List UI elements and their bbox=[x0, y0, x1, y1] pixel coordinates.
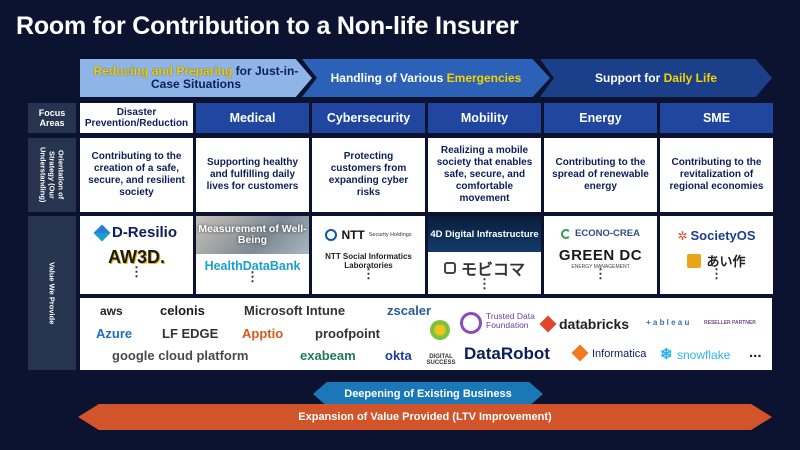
value-medical: Measurement of Well-Being HealthDataBank… bbox=[196, 216, 309, 294]
value-sme: ✲ SocietyOS あい作 ⋮ bbox=[660, 216, 773, 294]
society-os-icon: ✲ bbox=[677, 228, 688, 243]
partner-logos-panel: aws celonis Microsoft Intune zscaler Azu… bbox=[80, 298, 772, 370]
ntt-labs-logo: NTT Social Informatics Laboratories bbox=[325, 252, 412, 270]
banner-left-highlight: Reducing and Preparing bbox=[93, 64, 233, 78]
econo-crea-logo: ECONO-CREA bbox=[575, 228, 640, 239]
more-ellipsis: ⋮ bbox=[478, 276, 491, 291]
slide-title: Room for Contribution to a Non-life Insu… bbox=[16, 12, 519, 40]
orientation-disaster: Contributing to the creation of a safe, … bbox=[80, 138, 193, 212]
more-ellipsis: ⋮ bbox=[362, 266, 375, 281]
society-os-logo: SocietyOS bbox=[690, 228, 756, 243]
aws-logo: aws bbox=[100, 304, 123, 318]
row-label-focus-areas: Focus Areas bbox=[28, 103, 76, 133]
well-being-photo: Measurement of Well-Being bbox=[196, 216, 309, 254]
mobicoma-icon bbox=[443, 262, 456, 274]
banner-right-highlight: Daily Life bbox=[663, 70, 717, 85]
more-ellipsis: ⋮ bbox=[246, 269, 259, 284]
banner-right-pre: Support for bbox=[594, 70, 664, 85]
energy-management-label: ENERGY MANAGEMENT bbox=[571, 264, 630, 270]
4d-infra-image: 4D Digital Infrastructure bbox=[428, 216, 541, 252]
security-holdings-label: Security Holdings bbox=[368, 232, 412, 238]
banner-just-in-case: Reducing and Preparing for Just-in-Case … bbox=[80, 59, 312, 97]
value-cybersecurity: NTT Security Holdings NTT Social Informa… bbox=[312, 216, 425, 294]
trusted-data-foundation-logo: Trusted Data Foundation bbox=[486, 311, 535, 330]
zscaler-logo: zscaler bbox=[387, 303, 432, 318]
databricks-logo: databricks bbox=[559, 316, 630, 332]
focus-mobility: Mobility bbox=[428, 103, 541, 133]
digital-success-label: DIGITAL SUCCESS bbox=[426, 354, 456, 366]
expansion-arrow: Expansion of Value Provided (LTV Improve… bbox=[78, 404, 772, 430]
orientation-energy: Contributing to the spread of renewable … bbox=[544, 138, 657, 212]
aw3d-logo: AW3D. bbox=[107, 247, 165, 267]
more-ellipsis: ⋮ bbox=[710, 266, 723, 281]
snowflake-logo: snowflake bbox=[677, 348, 731, 362]
more-ellipsis: ⋮ bbox=[130, 264, 143, 279]
proofpoint-logo: proofpoint bbox=[315, 326, 380, 341]
more-ellipsis: ⋮ bbox=[594, 266, 607, 281]
banner-daily-life: Support for Daily Life bbox=[540, 59, 772, 97]
tableau-logo: + a b l e a u bbox=[646, 318, 690, 327]
datarobot-logo: DataRobot bbox=[464, 344, 550, 363]
banner-middle-pre: Handling of Various bbox=[330, 70, 447, 85]
informatica-icon bbox=[571, 344, 589, 362]
focus-energy: Energy bbox=[544, 103, 657, 133]
well-being-caption: Measurement of Well-Being bbox=[198, 223, 307, 246]
aisaku-logo: あい作 bbox=[706, 254, 746, 269]
more-partners: ... bbox=[749, 344, 762, 361]
orientation-cybersecurity: Protecting customers from expanding cybe… bbox=[312, 138, 425, 212]
orientation-mobility: Realizing a mobile society that enables … bbox=[428, 138, 541, 212]
d-resilio-logo: D-Resilio bbox=[111, 224, 177, 241]
trusted-data-icon bbox=[460, 312, 482, 334]
focus-cybersecurity: Cybersecurity bbox=[312, 103, 425, 133]
orientation-sme: Contributing to the revitalization of re… bbox=[660, 138, 773, 212]
mobicoma-logo: モビコマ bbox=[460, 262, 525, 279]
apptio-logo: Apptio bbox=[242, 326, 284, 341]
value-energy: ECONO-CREA GREEN DC ENERGY MANAGEMENT ⋮ bbox=[544, 216, 657, 294]
snowflake-icon: ❄ bbox=[660, 346, 673, 363]
celonis-logo: celonis bbox=[160, 303, 205, 318]
econo-crea-icon bbox=[561, 228, 572, 239]
okta-logo: okta bbox=[385, 348, 412, 363]
banner-middle-highlight: Emergencies bbox=[446, 70, 522, 85]
row-label-orientation: Orientation of Strategy (Our Understandi… bbox=[28, 138, 76, 212]
row-label-orientation-text: Orientation of Strategy (Our Understandi… bbox=[38, 147, 66, 203]
row-label-value-text: Value We Provide bbox=[47, 261, 57, 325]
informatica-logo: Informatica bbox=[592, 348, 647, 360]
row-label-value: Value We Provide bbox=[28, 216, 76, 370]
banner-emergencies: Handling of Various Emergencies bbox=[302, 59, 550, 97]
deepening-arrow: Deepening of Existing Business bbox=[313, 382, 543, 406]
microsoft-intune-logo: Microsoft Intune bbox=[244, 303, 346, 318]
google-cloud-platform-logo: google cloud platform bbox=[112, 348, 249, 363]
focus-medical: Medical bbox=[196, 103, 309, 133]
4d-infra-caption: 4D Digital Infrastructure bbox=[430, 228, 539, 240]
digital-success-icon bbox=[430, 320, 450, 340]
value-mobility: 4D Digital Infrastructure モビコマ ⋮ bbox=[428, 216, 541, 294]
focus-disaster: Disaster Prevention/Reduction bbox=[80, 103, 193, 133]
banner-left-rest: for Just-in-Case Situations bbox=[150, 64, 299, 91]
focus-sme: SME bbox=[660, 103, 773, 133]
azure-logo: Azure bbox=[96, 326, 133, 341]
ntt-logo: NTT bbox=[341, 228, 365, 242]
reseller-partner-label: RESELLER PARTNER bbox=[704, 320, 756, 326]
value-disaster: D-Resilio AW3D. ⋮ bbox=[80, 216, 193, 294]
healthdatabank-logo: HealthDataBank bbox=[204, 259, 301, 273]
lf-edge-logo: LF EDGE bbox=[162, 326, 219, 341]
ntt-icon bbox=[325, 229, 338, 241]
aisaku-icon bbox=[687, 253, 702, 268]
d-resilio-icon bbox=[93, 224, 111, 241]
green-dc-logo: GREEN DC bbox=[558, 247, 643, 264]
orientation-medical: Supporting healthy and fulfilling daily … bbox=[196, 138, 309, 212]
exabeam-logo: exabeam bbox=[300, 348, 356, 363]
